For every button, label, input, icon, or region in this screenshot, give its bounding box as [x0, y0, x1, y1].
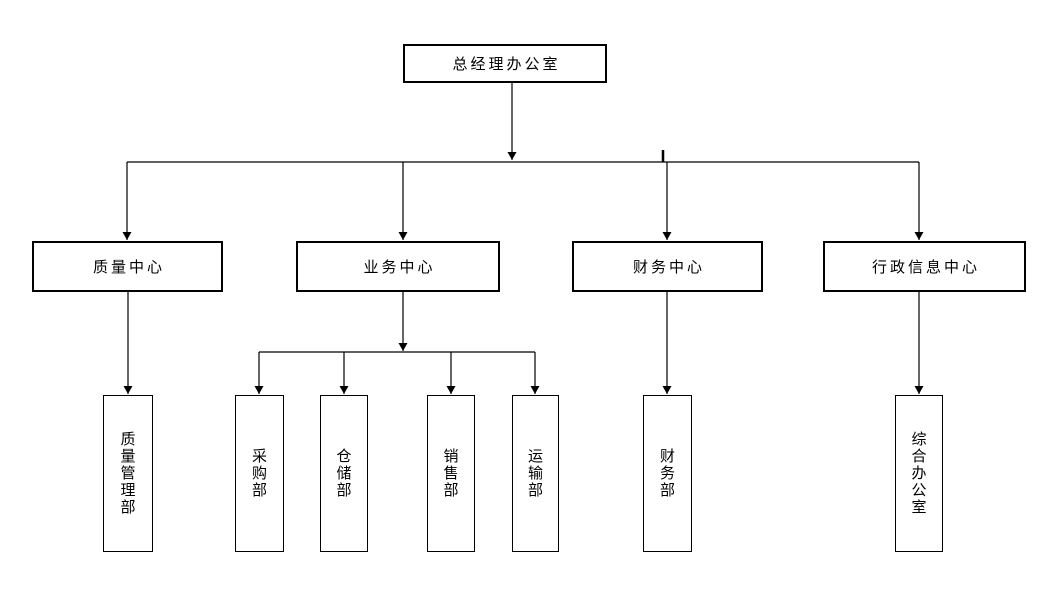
org-box-admin-info-center: 行政信息中心 [823, 241, 1026, 292]
org-box-finance-center: 财务中心 [572, 241, 763, 292]
org-box-label: 业务中心 [363, 259, 436, 276]
org-box-purchasing-dept: 采购部 [235, 395, 284, 552]
org-box-label: 采购部 [251, 448, 267, 499]
org-box-label: 综合办公室 [911, 431, 927, 516]
org-box-finance-dept: 财务部 [643, 395, 692, 552]
org-box-label: 运输部 [527, 448, 543, 499]
org-box-transportation-dept: 运输部 [512, 395, 559, 552]
org-box-label: 总经理办公室 [452, 56, 561, 73]
org-box-business-center: 业务中心 [296, 241, 500, 292]
org-box-label: 质量中心 [92, 259, 165, 276]
org-box-sales-dept: 销售部 [427, 395, 475, 552]
connector-business-center-to-depts [254, 292, 540, 394]
org-box-quality-center: 质量中心 [32, 241, 223, 292]
org-box-warehousing-dept: 仓储部 [320, 395, 368, 552]
org-box-label: 财务部 [659, 448, 675, 499]
org-box-general-manager-office: 总经理办公室 [403, 44, 607, 83]
org-box-label: 质量管理部 [120, 431, 136, 516]
org-box-label: 财务中心 [632, 259, 705, 276]
connector-root-to-centers [122, 83, 924, 240]
org-box-general-office: 综合办公室 [895, 395, 943, 552]
org-box-label: 仓储部 [336, 448, 352, 499]
org-box-label: 销售部 [443, 448, 459, 499]
org-box-quality-management-dept: 质量管理部 [103, 395, 153, 552]
org-box-label: 行政信息中心 [871, 259, 980, 276]
